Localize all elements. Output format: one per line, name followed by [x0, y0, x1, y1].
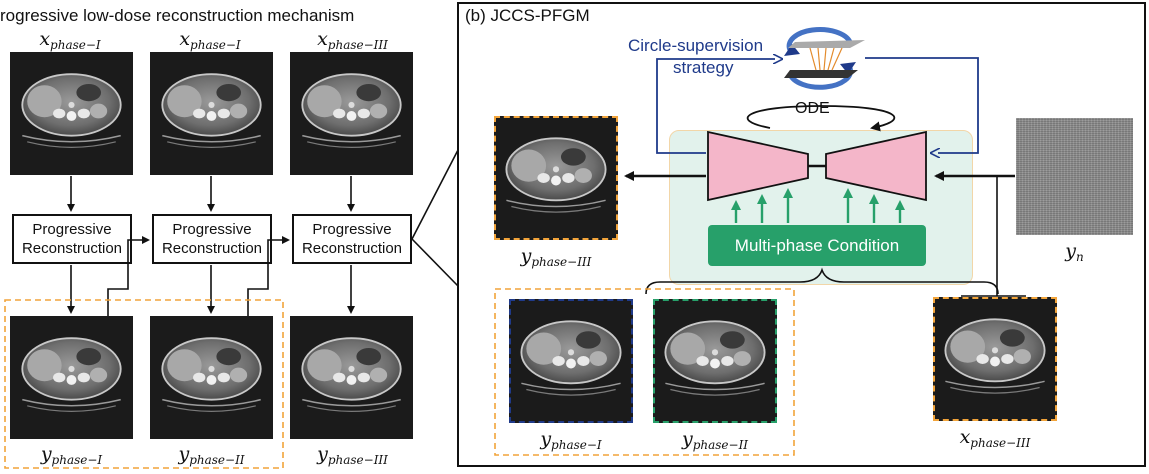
- output-label: yphase−III: [520, 245, 592, 269]
- top-label-2: xphase−I: [179, 28, 241, 52]
- bottom-label-3: yphase−III: [317, 443, 388, 467]
- condition-ct-image-2: [653, 299, 777, 423]
- top-label-3: xphase−III: [317, 28, 388, 52]
- bottom-label-2: yphase−II: [178, 443, 245, 467]
- circle-supervision-label-2: strategy: [673, 58, 734, 77]
- bottom-label-1: yphase−I: [40, 443, 103, 467]
- decoder-shape: [825, 130, 927, 202]
- ct-image-bottom-1: [10, 316, 133, 439]
- noise-image: [1016, 118, 1133, 235]
- input-label: xphase−III: [959, 426, 1031, 450]
- right-panel-title: (b) JCCS-PFGM: [465, 6, 590, 25]
- ode-label: ODE: [795, 100, 830, 117]
- left-panel-connectors: [4, 149, 459, 469]
- ct-image-bottom-3: [290, 316, 413, 439]
- ct-image-bottom-2: [150, 316, 273, 439]
- output-ct-image: [494, 116, 618, 240]
- left-panel-title: rogressive low-dose reconstruction mecha…: [0, 6, 355, 25]
- ct-image-top-2: [150, 52, 273, 175]
- noise-label: yn: [1065, 240, 1084, 264]
- circle-supervision-label: Circle-supervision: [628, 36, 764, 55]
- top-label-1: xphase−I: [39, 28, 101, 52]
- ct-image-top-1: [10, 52, 133, 175]
- encoder-shape: [707, 130, 809, 202]
- right-panel-frame: [457, 2, 1146, 467]
- circle-supervision-icon: [784, 27, 865, 90]
- ct-image-top-3: [290, 52, 413, 175]
- multi-phase-condition-box: Multi-phase Condition: [708, 225, 926, 266]
- input-ct-image: [933, 297, 1057, 421]
- condition-label-2: yphase−II: [681, 428, 749, 452]
- condition-label-1: yphase−I: [540, 428, 602, 452]
- condition-ct-image-1: [509, 299, 633, 423]
